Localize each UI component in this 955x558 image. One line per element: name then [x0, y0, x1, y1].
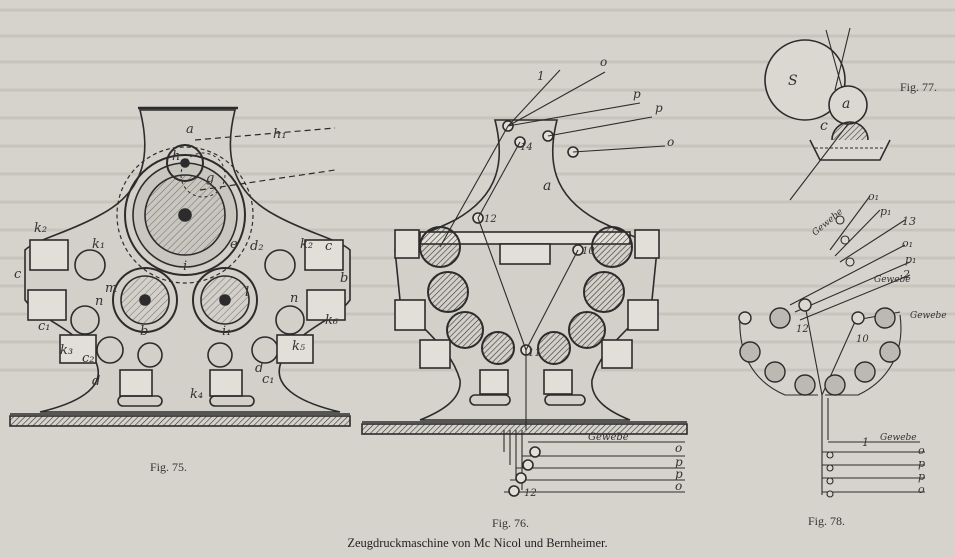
- svg-text:12: 12: [796, 324, 809, 335]
- svg-text:k₁: k₁: [92, 237, 105, 252]
- fig75-caption: Fig. 75.: [150, 460, 188, 474]
- svg-text:10: 10: [856, 334, 869, 345]
- svg-text:a: a: [842, 96, 850, 112]
- svg-text:k₄: k₄: [190, 387, 203, 402]
- fig76-caption: Fig. 76.: [492, 516, 530, 530]
- fig76-frame-label: a: [543, 178, 551, 194]
- svg-text:n: n: [290, 291, 298, 306]
- svg-text:o: o: [600, 55, 607, 69]
- svg-text:i: i: [183, 259, 187, 274]
- svg-text:o₁: o₁: [902, 237, 913, 250]
- fig75-drawing: [9, 106, 351, 427]
- fig77-drawing: [764, 27, 891, 201]
- fig78-drawing: [738, 195, 925, 498]
- svg-text:12: 12: [484, 214, 497, 225]
- svg-text:Gewebe: Gewebe: [874, 275, 911, 285]
- svg-text:o: o: [675, 441, 682, 455]
- svg-text:m: m: [105, 281, 117, 296]
- fig78-caption: Fig. 78.: [808, 514, 846, 528]
- svg-text:p₁: p₁: [905, 253, 916, 266]
- svg-text:c₂: c₂: [82, 351, 95, 366]
- svg-text:o: o: [675, 479, 682, 493]
- svg-text:e: e: [230, 237, 238, 252]
- svg-text:c₁: c₁: [38, 319, 51, 334]
- svg-text:d₂: d₂: [250, 239, 264, 254]
- svg-text:n: n: [95, 294, 103, 309]
- svg-text:p: p: [918, 470, 925, 483]
- svg-text:Gewebe: Gewebe: [910, 311, 947, 321]
- svg-text:p: p: [918, 457, 925, 470]
- svg-text:k₅: k₅: [292, 339, 306, 354]
- svg-text:1: 1: [537, 69, 545, 83]
- fig77-caption: Fig. 77.: [900, 80, 938, 94]
- svg-text:b: b: [340, 271, 348, 286]
- svg-text:p: p: [633, 87, 641, 101]
- fig75-frame-label: a: [186, 122, 194, 137]
- main-caption: Zeugdruckmaschine von Mc Nicol und Bernh…: [347, 536, 608, 550]
- svg-text:o₁: o₁: [868, 190, 879, 203]
- svg-text:k₂: k₂: [34, 221, 47, 236]
- svg-text:d: d: [92, 374, 100, 389]
- svg-text:p: p: [675, 467, 683, 481]
- svg-text:c₁: c₁: [262, 372, 275, 387]
- svg-text:14: 14: [520, 142, 533, 153]
- svg-text:l: l: [245, 285, 249, 300]
- svg-text:p: p: [655, 101, 663, 115]
- svg-text:10: 10: [582, 246, 595, 257]
- svg-text:g: g: [206, 171, 214, 186]
- svg-text:h₁: h₁: [273, 127, 287, 142]
- fig75-labels: a h₁ h g i b i₁ k₂ k₁ c m c₁ n c₂ k₃ d e…: [14, 122, 348, 402]
- svg-text:o: o: [918, 444, 925, 457]
- svg-text:1: 1: [862, 436, 869, 449]
- svg-text:c: c: [14, 267, 22, 282]
- fig77-labels: S a c: [788, 73, 850, 134]
- svg-text:p: p: [675, 455, 683, 469]
- svg-text:Gewebe: Gewebe: [588, 432, 629, 443]
- svg-text:b: b: [140, 324, 148, 339]
- fig76-labels: a 1 o p p o 14 12 10 11 Gewebe o p p o 1…: [484, 55, 683, 499]
- svg-text:o: o: [918, 483, 925, 496]
- svg-text:k₃: k₃: [60, 343, 73, 358]
- svg-text:k₂: k₂: [300, 237, 313, 252]
- svg-text:12: 12: [524, 488, 537, 499]
- fig76-drawing: [361, 69, 688, 497]
- svg-text:h: h: [172, 149, 180, 164]
- svg-text:2: 2: [902, 268, 910, 281]
- svg-text:c: c: [820, 118, 828, 134]
- svg-text:Gewebe: Gewebe: [880, 433, 917, 443]
- svg-text:11: 11: [528, 348, 541, 359]
- svg-text:i₁: i₁: [222, 324, 231, 339]
- svg-text:c: c: [325, 239, 333, 254]
- svg-text:o: o: [667, 135, 674, 149]
- svg-text:d: d: [255, 361, 263, 376]
- svg-text:S: S: [788, 73, 798, 89]
- svg-text:13: 13: [902, 215, 916, 228]
- svg-text:k₆: k₆: [325, 313, 338, 328]
- svg-text:p₁: p₁: [880, 205, 891, 218]
